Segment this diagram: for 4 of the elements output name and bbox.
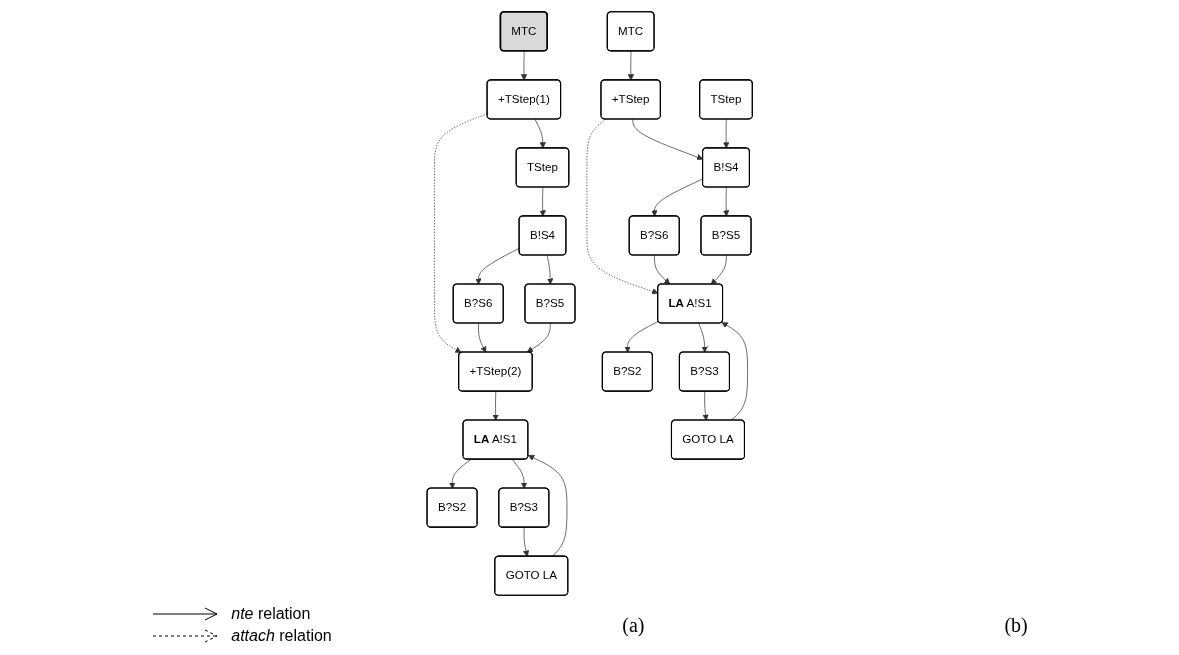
panel-caption: (a)	[622, 613, 645, 637]
panel-caption: (b)	[1004, 613, 1028, 637]
legend-text: attach relation	[231, 627, 332, 645]
legend-text: nte relation	[231, 605, 311, 623]
